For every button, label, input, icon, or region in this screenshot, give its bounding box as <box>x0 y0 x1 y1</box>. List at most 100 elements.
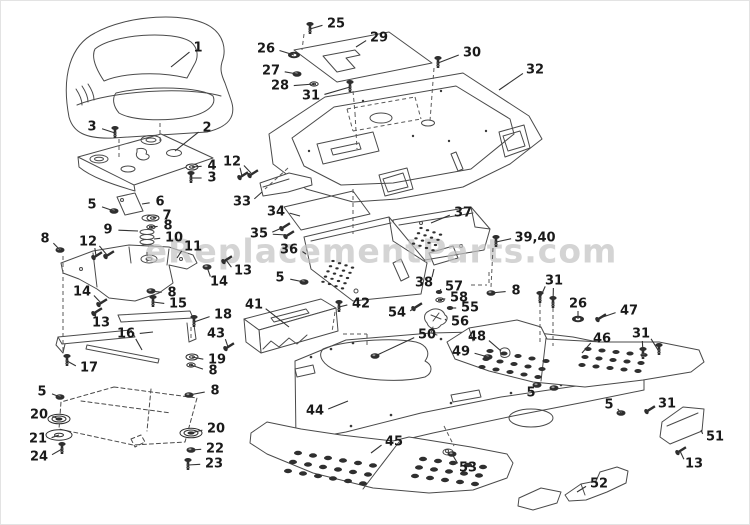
leader-line <box>495 238 512 243</box>
leader-line <box>191 165 202 168</box>
fastener-screw-v-icon <box>187 171 195 183</box>
part-number-label: 55 <box>461 301 479 316</box>
part-number-label: 49 <box>452 345 470 360</box>
part-number-label: 13 <box>685 457 703 472</box>
part-number-label: 50 <box>418 328 436 343</box>
leader-line <box>225 259 232 268</box>
leader-line <box>153 237 161 240</box>
part-seat-1 <box>65 16 234 139</box>
part-number-label: 31 <box>545 274 563 289</box>
leader-line <box>581 342 592 354</box>
part-number-label: 12 <box>79 235 97 250</box>
leader-line <box>641 340 644 355</box>
part-number-label: 45 <box>385 435 403 450</box>
leader-line <box>370 444 382 454</box>
part-number-label: 58 <box>450 291 468 306</box>
leader-line <box>94 247 97 257</box>
part-plate-34 <box>283 190 371 231</box>
part-bracket-52 <box>517 466 629 511</box>
leader-line <box>438 288 442 293</box>
leader-line <box>599 312 616 319</box>
fastener-screw-d-icon <box>96 298 108 308</box>
leader-line <box>289 212 301 217</box>
part-number-label: 4 <box>207 159 216 174</box>
part-number-label: 42 <box>352 297 370 312</box>
leader-line <box>437 54 459 64</box>
part-number-label: 2 <box>202 121 211 136</box>
leader-line <box>679 450 685 460</box>
part-number-label: 8 <box>40 232 49 247</box>
part-number-label: 18 <box>214 308 232 323</box>
leader-line <box>302 251 307 255</box>
leader-line <box>193 316 210 323</box>
part-number-label: 12 <box>223 155 241 170</box>
part-number-label: 28 <box>271 79 289 94</box>
leader-line <box>51 393 61 398</box>
part-number-label: 38 <box>415 276 433 291</box>
leader-line <box>239 167 243 177</box>
leader-line <box>451 453 459 464</box>
leader-line <box>174 131 199 152</box>
leader-line <box>141 202 150 205</box>
part-number-label: 11 <box>184 240 202 255</box>
fastener-screw-d-icon <box>411 302 423 312</box>
part-number-label: 34 <box>267 205 285 220</box>
fastener-screw-d-icon <box>279 222 291 232</box>
part-latch-assembly-56 <box>424 308 448 336</box>
leader-line <box>576 485 587 493</box>
part-number-label: 5 <box>87 198 96 213</box>
fastener-screw-d-icon <box>675 446 687 456</box>
part-number-label: 8 <box>167 286 176 301</box>
part-number-label: 44 <box>306 404 324 419</box>
fastener-screw-d-icon <box>237 171 249 181</box>
leader-line <box>338 304 348 308</box>
part-number-label: 3 <box>87 120 96 135</box>
leader-line <box>150 290 162 293</box>
part-number-label: 17 <box>80 361 98 376</box>
part-number-label: 14 <box>210 275 228 290</box>
leader-line <box>265 308 290 328</box>
leader-line <box>498 72 524 91</box>
part-number-label: 15 <box>169 297 187 312</box>
leader-line <box>135 338 143 351</box>
part-number-label: 3 <box>207 171 216 186</box>
part-number-label: 22 <box>206 442 224 457</box>
part-footrest-left-45 <box>249 421 514 494</box>
construction-dashed-lines <box>62 33 554 447</box>
part-number-label: 39,40 <box>514 231 555 246</box>
part-number-label: 8 <box>511 284 520 299</box>
part-number-label: 51 <box>706 430 724 445</box>
leader-line <box>374 337 415 357</box>
leader-line <box>617 408 622 414</box>
leader-line <box>650 338 659 351</box>
leader-line <box>490 291 506 294</box>
part-number-label: 13 <box>234 264 252 279</box>
leader-line <box>224 338 229 348</box>
leader-line <box>328 400 349 410</box>
part-bracket-33 <box>259 172 313 197</box>
leader-line <box>52 242 61 251</box>
part-support-bracket-41 <box>243 298 339 354</box>
leader-line <box>444 318 447 321</box>
leader-line <box>474 352 489 358</box>
part-number-label: 8 <box>210 384 219 399</box>
leader-line <box>51 448 63 456</box>
part-number-label: 5 <box>526 386 535 401</box>
part-plate-36 <box>303 216 428 302</box>
leader-line <box>409 306 417 312</box>
leader-line <box>272 233 288 236</box>
part-number-label: 47 <box>620 304 638 319</box>
fastener-screw-v-icon <box>184 458 192 470</box>
leader-line <box>430 214 451 224</box>
part-strip-38 <box>428 245 459 266</box>
leader-line <box>118 229 139 232</box>
leader-line <box>190 448 202 451</box>
leader-line <box>52 415 60 420</box>
part-number-label: 5 <box>604 398 613 413</box>
part-number-label: 31 <box>302 89 320 104</box>
part-fender-32 <box>268 72 543 203</box>
part-number-label: 36 <box>280 243 298 258</box>
leader-line <box>700 429 704 435</box>
leader-line <box>279 49 295 56</box>
